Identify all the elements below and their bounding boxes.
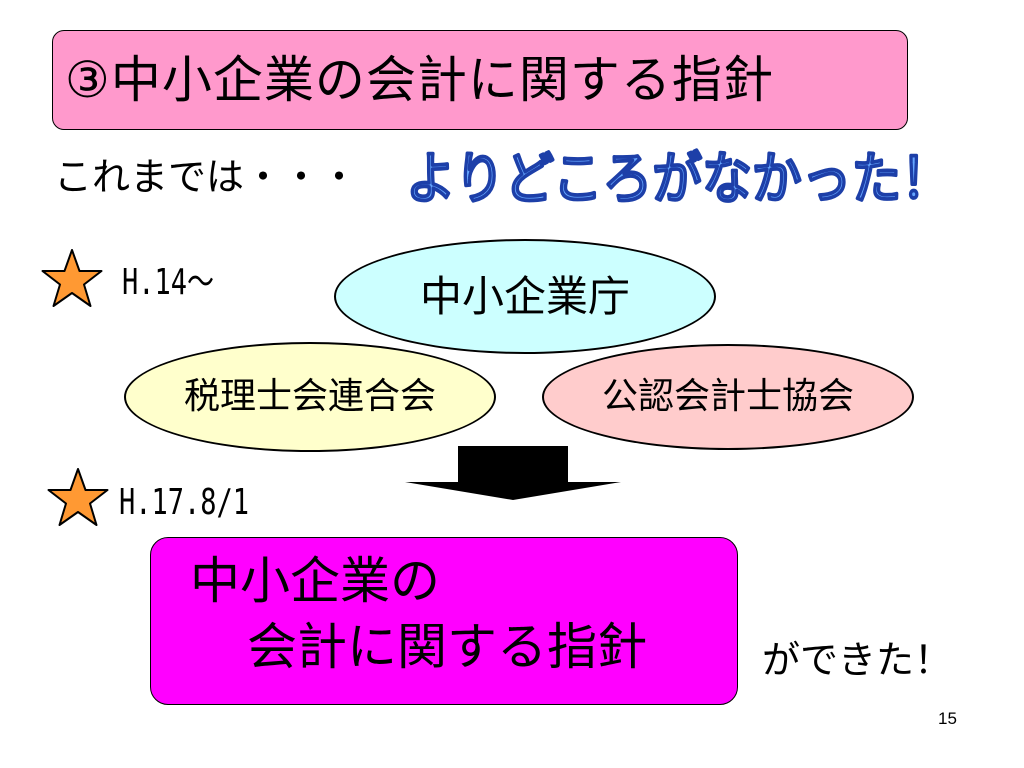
- org-agency-label: 中小企業庁: [419, 271, 630, 321]
- slide-title: ③中小企業の会計に関する指針: [65, 51, 774, 109]
- star-icon: [47, 468, 109, 526]
- org-cpa-association-label: 公認会計士協会: [601, 376, 854, 417]
- timeline-date-2: H.17.8/1: [119, 482, 250, 523]
- timeline-date-1: H.14～: [122, 262, 215, 303]
- org-cpa-association-oval: 公認会計士協会: [542, 344, 914, 450]
- result-line-1: 中小企業の: [190, 552, 440, 610]
- banner-wordart: よりどころがなかった！: [405, 146, 952, 213]
- result-box: [150, 537, 738, 705]
- star-icon: [41, 249, 103, 307]
- page-number: 15: [938, 709, 957, 728]
- banner-text: よりどころがなかった！: [406, 147, 951, 212]
- result-line-2: 会計に関する指針: [247, 618, 647, 676]
- title-box: ③中小企業の会計に関する指針: [52, 30, 908, 130]
- org-tax-federation-label: 税理士会連合会: [183, 376, 436, 417]
- result-suffix: ができた！: [762, 638, 953, 682]
- intro-text: これまでは・・・: [54, 155, 359, 199]
- arrow-down-icon: [405, 446, 621, 500]
- org-tax-federation-oval: 税理士会連合会: [124, 342, 496, 452]
- org-agency-oval: 中小企業庁: [334, 239, 716, 354]
